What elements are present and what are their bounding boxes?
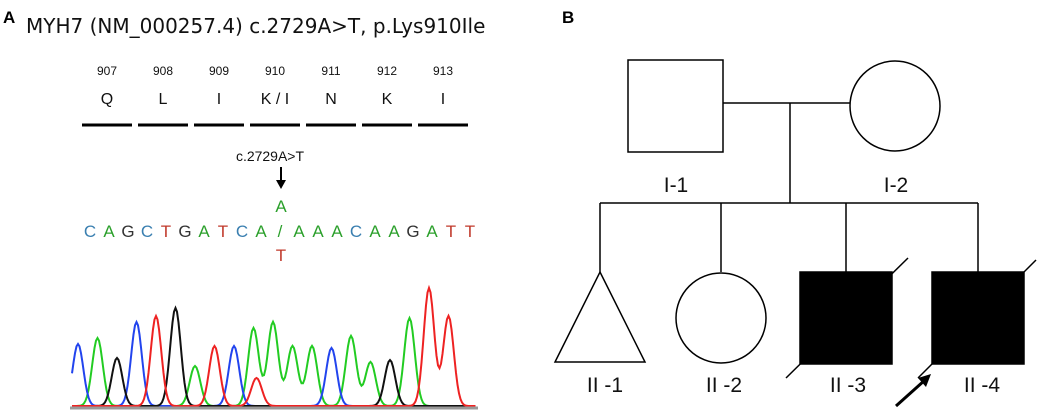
sequence-base: A	[103, 222, 115, 241]
amino-acid: I	[441, 91, 445, 108]
sequence-base: G	[121, 222, 134, 241]
codon-number: 911	[321, 64, 340, 78]
proband-arrow	[894, 378, 927, 408]
pedigree-circle-I-2	[849, 60, 941, 152]
amino-acid: K / I	[261, 91, 289, 108]
sequence-base: C	[84, 222, 96, 241]
pedigree-label-II-3: II -3	[830, 374, 866, 397]
pedigree-square-I-1	[627, 59, 724, 153]
amino-acid: I	[217, 91, 221, 108]
amino-acid: Q	[101, 91, 113, 108]
codon-number: 908	[153, 64, 173, 78]
chromatogram-trace-T	[72, 284, 476, 407]
sequence-base: A	[312, 222, 324, 241]
sequence-base: A	[198, 222, 210, 241]
sequence-base: T	[161, 222, 171, 241]
sequence-base: A	[369, 222, 381, 241]
chromatogram-trace-A	[72, 315, 476, 407]
sequence-base: C	[141, 222, 153, 241]
deceased-slash-II-4	[917, 259, 1037, 379]
sequence-base: A	[331, 222, 343, 241]
mutation-label: c.2729A>T	[236, 148, 305, 164]
panel-a-title: MYH7 (NM_000257.4) c.2729A>T, p.Lys910Il…	[26, 14, 485, 38]
pedigree-label-II-4: II -4	[964, 374, 1000, 397]
pedigree-label-II-1: II -1	[587, 374, 623, 397]
panel-b-letter: B	[562, 8, 574, 27]
variant-top-base: A	[275, 197, 287, 216]
codon-number: 909	[209, 64, 229, 78]
pedigree-label-I-1: I-1	[664, 174, 689, 197]
sequence-base: G	[178, 222, 191, 241]
chromatogram	[71, 284, 476, 407]
codon-number: 907	[97, 64, 117, 78]
sequence-base: G	[406, 222, 419, 241]
variant-bottom-base: T	[276, 246, 286, 265]
pedigree-label-I-2: I-2	[884, 174, 909, 197]
sequence-base: A	[293, 222, 305, 241]
panel-a: A MYH7 (NM_000257.4) c.2729A>T, p.Lys910…	[3, 8, 485, 410]
panel-a-letter: A	[3, 8, 15, 27]
sequence-base: A	[388, 222, 400, 241]
pedigree-triangle-II-1	[553, 270, 647, 363]
sequence-base: C	[236, 222, 248, 241]
sequence-base: A	[426, 222, 438, 241]
amino-acid: K	[382, 91, 393, 108]
codon-number: 910	[265, 64, 285, 78]
sequence-base: T	[218, 222, 228, 241]
sequence-base: /	[278, 222, 283, 241]
amino-acid: N	[325, 91, 337, 108]
panel-b: B I-1 I-2 II -1 II -2 II -3 II -4	[553, 8, 1037, 408]
amino-acid: L	[159, 91, 168, 108]
pedigree-circle-II-2	[675, 272, 767, 364]
deceased-slash-II-3	[785, 257, 909, 379]
sequence-base: T	[465, 222, 475, 241]
sequence-base: T	[446, 222, 456, 241]
sequence-base: A	[255, 222, 267, 241]
proband-arrowhead	[918, 374, 931, 387]
codon-number: 913	[433, 64, 453, 78]
mutation-arrowhead	[276, 180, 286, 189]
codon-number: 912	[377, 64, 397, 78]
sequence-base: C	[350, 222, 362, 241]
pedigree-label-II-2: II -2	[706, 374, 742, 397]
